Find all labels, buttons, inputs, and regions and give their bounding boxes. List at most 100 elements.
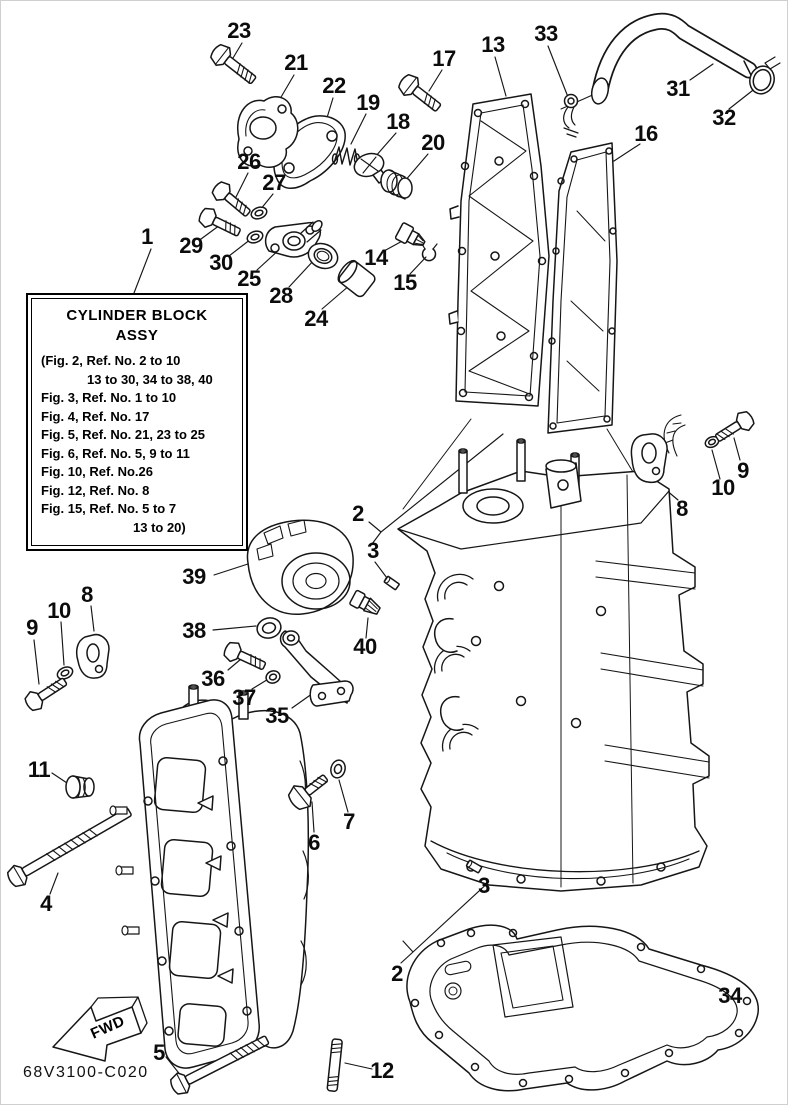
part-oil-filter: [246, 519, 354, 615]
part-bolt-26: [211, 181, 251, 217]
callout-19-4: 19: [356, 90, 380, 115]
callout-6-35: 6: [308, 830, 320, 855]
callout-11-33: 11: [27, 757, 51, 782]
part-bolt-36: [223, 641, 267, 670]
info-box-reference-line: Fig. 10, Ref. No.26: [41, 464, 153, 479]
part-clip-15: [421, 243, 438, 262]
callout-31-9: 31: [666, 76, 690, 101]
callout-3-40: 3: [478, 873, 490, 898]
part-washer-30: [246, 230, 264, 244]
callout-21-2: 21: [284, 50, 308, 75]
part-bushing-38: [256, 617, 282, 639]
info-box-reference-line: Fig. 3, Ref. No. 1 to 10: [41, 390, 177, 405]
callout-8-30: 8: [81, 582, 93, 607]
callout-38-25: 38: [182, 618, 206, 643]
info-box: CYLINDER BLOCK ASSY (Fig. 2, Ref. No. 2 …: [26, 293, 248, 551]
part-bolt-9-left: [24, 677, 68, 712]
info-box-reference-line: Fig. 5, Ref. No. 21, 23 to 25: [41, 427, 205, 442]
callout-24-19: 24: [304, 306, 328, 331]
part-exhaust-plate-gasket: [547, 142, 618, 434]
part-bracket-8-right: [630, 433, 668, 484]
callout-37-27: 37: [232, 685, 256, 710]
callout-1-0: 1: [141, 224, 153, 249]
callout-5-42: 5: [153, 1040, 165, 1065]
callout-20-12: 20: [421, 130, 445, 155]
info-box-title-line2: ASSY: [115, 327, 159, 344]
callout-36-26: 36: [201, 666, 225, 691]
part-bolt-17: [398, 73, 442, 112]
callout-14-20: 14: [364, 245, 388, 270]
callout-12-43: 12: [370, 1058, 394, 1083]
part-pipe-fitting-40: [349, 589, 381, 615]
callout-28-18: 28: [269, 283, 293, 308]
callout-8-37: 8: [676, 496, 688, 521]
callout-10-38: 10: [711, 475, 735, 500]
callout-7-36: 7: [343, 809, 355, 834]
part-stud-12: [326, 1038, 343, 1092]
info-box-reference-line: Fig. 6, Ref. No. 5, 9 to 11: [41, 445, 190, 461]
fwd-arrow: [52, 996, 148, 1062]
part-washer-27: [250, 206, 268, 220]
callout-15-21: 15: [393, 270, 417, 295]
callout-32-10: 32: [712, 105, 736, 130]
leader-lines: [33, 42, 758, 1078]
part-hose-clamp: [749, 56, 781, 95]
part-outlet-fitting: [264, 219, 323, 258]
callout-33-8: 33: [534, 21, 558, 46]
callout-27-14: 27: [262, 170, 286, 195]
part-washer-37: [265, 670, 281, 684]
callout-3-23: 3: [367, 538, 379, 563]
callout-2-22: 2: [352, 501, 364, 526]
part-bolt-4: [6, 807, 132, 888]
callout-40-29: 40: [353, 634, 377, 659]
callout-9-32: 9: [26, 615, 38, 640]
info-box-reference-line: 13 to 30, 34 to 38, 40: [87, 371, 213, 387]
callout-34-44: 34: [718, 983, 742, 1008]
part-water-hose: [590, 12, 758, 105]
part-crankcase: [109, 684, 310, 1069]
part-oil-seal: [307, 242, 339, 270]
part-bolt-29: [198, 207, 241, 237]
callout-2-41: 2: [391, 961, 403, 986]
part-grommet-11: [65, 775, 95, 799]
part-bolt-5: [170, 1035, 270, 1095]
callout-39-24: 39: [182, 564, 206, 589]
part-thermostat-cover: [237, 96, 299, 169]
part-exhaust-cover: [448, 93, 550, 407]
part-thermostat: [353, 152, 388, 184]
callout-25-17: 25: [237, 266, 261, 291]
info-box-reference-line: 13 to 20): [133, 519, 186, 535]
callout-29-15: 29: [179, 233, 203, 258]
callout-4-34: 4: [40, 891, 52, 916]
callout-23-1: 23: [227, 18, 251, 43]
info-box-references: (Fig. 2, Ref. No. 2 to 10 13 to 30, 34 to…: [35, 352, 239, 537]
part-dowel-pin-lower: [465, 859, 483, 874]
part-cylinder-block: [397, 438, 710, 892]
callout-13-7: 13: [481, 32, 505, 57]
part-bolt-23: [210, 43, 257, 85]
callout-35-28: 35: [265, 703, 289, 728]
part-bolt-6: [287, 774, 329, 811]
info-box-reference-line: Fig. 4, Ref. No. 17: [41, 408, 150, 424]
part-bracket-8-left: [75, 633, 110, 679]
part-dowel-pin-upper: [383, 575, 400, 591]
callout-17-6: 17: [432, 46, 456, 71]
info-box-inner: CYLINDER BLOCK ASSY (Fig. 2, Ref. No. 2 …: [31, 298, 243, 546]
part-filter-bracket: [279, 630, 354, 707]
info-box-title-line1: CYLINDER BLOCK: [66, 307, 208, 324]
callout-9-39: 9: [737, 458, 749, 483]
part-hose-joint: [563, 93, 579, 138]
callout-10-31: 10: [47, 598, 71, 623]
part-bolt-9-right: [714, 410, 755, 442]
part-anode-plug: [380, 169, 413, 200]
info-box-reference-line: (Fig. 2, Ref. No. 2 to 10: [41, 353, 181, 368]
part-blind-cap: [337, 259, 376, 298]
part-washer-7: [330, 759, 346, 779]
callout-26-13: 26: [237, 149, 261, 174]
info-box-reference-line: Fig. 15, Ref. No. 5 to 7: [41, 501, 177, 516]
callout-18-5: 18: [386, 109, 410, 134]
callout-22-3: 22: [322, 73, 346, 98]
callout-16-11: 16: [634, 121, 658, 146]
